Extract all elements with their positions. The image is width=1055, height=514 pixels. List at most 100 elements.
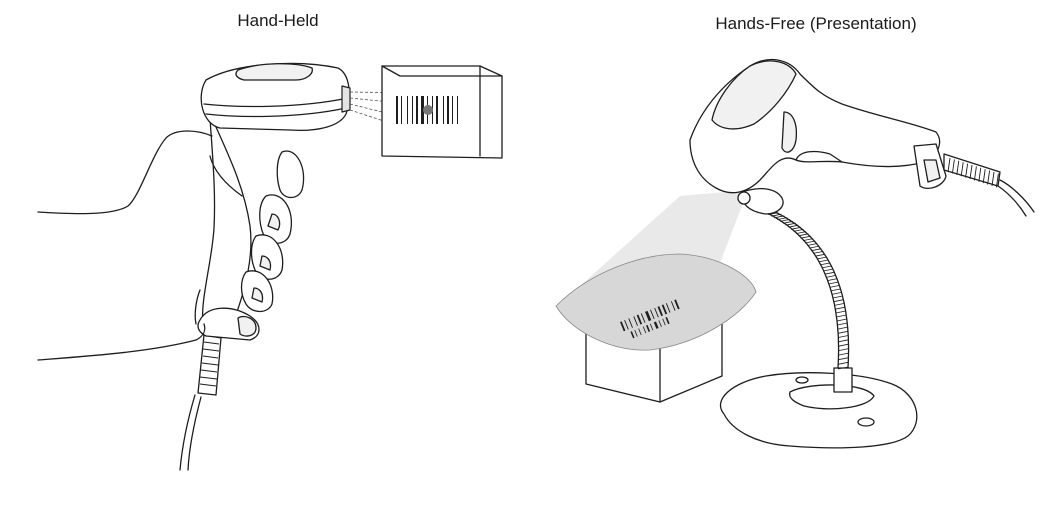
barcode-bar [649, 323, 654, 331]
gooseneck-ring [818, 259, 829, 263]
barcode-bar [658, 320, 662, 327]
gooseneck-ring [774, 215, 785, 219]
barcode-bar [654, 307, 659, 318]
gooseneck-ring [833, 299, 844, 303]
gooseneck-ring [824, 271, 835, 275]
barcode-bar [436, 96, 438, 124]
barcode-bar [634, 329, 638, 337]
cable-coil-ring [969, 164, 973, 180]
gooseneck-ring [830, 288, 841, 292]
gooseneck-ring [832, 295, 843, 299]
barcode-bar [661, 304, 668, 315]
gooseneck-ring [802, 238, 814, 241]
gooseneck-ring [838, 361, 849, 365]
gooseneck-ring [837, 326, 848, 330]
barcode-bar [421, 96, 424, 124]
gooseneck-ring [800, 235, 811, 239]
gooseneck-ring [815, 253, 826, 257]
barcode-bar [620, 321, 626, 332]
barcode-bar [653, 321, 659, 329]
gooseneck-ring [829, 285, 840, 288]
barcode-bar [662, 318, 666, 326]
gooseneck-ring [838, 339, 849, 343]
barcode-bar [624, 319, 629, 330]
cable-coil-ring [956, 160, 960, 175]
barcode-bar [401, 96, 402, 124]
gooseneck-ring [785, 222, 796, 226]
barcode-bar [674, 299, 680, 310]
gooseneck-ring [807, 243, 818, 246]
gooseneck-ring [835, 310, 846, 314]
gooseneck-ring [790, 226, 802, 230]
gooseneck-ring [838, 348, 849, 351]
barcode-bar [416, 96, 418, 124]
barcode-bar [670, 301, 676, 311]
gooseneck-ring [771, 213, 782, 217]
cable-coil-ring [960, 162, 964, 177]
gooseneck-ring [788, 224, 799, 228]
gooseneck-ring [838, 357, 849, 361]
barcode-package-icon [555, 253, 757, 403]
gooseneck-ring [813, 251, 824, 254]
gooseneck-ring [838, 343, 849, 347]
gooseneck-ring [838, 335, 849, 338]
hand-held-scanner-icon [37, 62, 351, 471]
gooseneck-ring [836, 318, 847, 322]
cable-coil-ring [982, 169, 986, 184]
gooseneck-ring [825, 275, 837, 278]
barcode-bar [407, 96, 408, 124]
cable-coil-ring [995, 173, 999, 188]
gooseneck-ring [820, 262, 831, 266]
barcode-bar [650, 309, 655, 320]
gooseneck-ring [816, 256, 827, 260]
barcode-bar [628, 318, 633, 328]
cable-coil-ring [991, 171, 995, 187]
cable-coil-ring [987, 170, 991, 185]
barcode-bar [630, 331, 635, 339]
gooseneck-ring [836, 314, 847, 318]
gooseneck-ring [798, 233, 809, 237]
gooseneck-ring [805, 240, 816, 244]
gooseneck-ring [821, 265, 832, 269]
barcode-bar [457, 96, 458, 124]
gooseneck-ring [777, 217, 788, 220]
gooseneck-ring [828, 281, 839, 285]
gooseneck-ring [835, 306, 846, 310]
gooseneck-ring [834, 303, 845, 306]
barcode-bar [633, 316, 638, 326]
barcode-bar [645, 310, 652, 322]
presentation-scanner-stand-icon [689, 58, 1035, 449]
gooseneck-ring [811, 248, 822, 252]
barcode-bar [636, 314, 643, 325]
barcode-bar [452, 96, 453, 124]
cable-coil-ring [951, 159, 955, 174]
barcode-bar [396, 96, 398, 124]
cable-coil-ring [947, 157, 951, 173]
gooseneck-edge [774, 211, 850, 369]
gooseneck-ring [782, 220, 793, 224]
barcode-bar [447, 96, 449, 124]
hands-free-caption: Hands-Free (Presentation) [715, 14, 917, 33]
gooseneck-ring [793, 229, 804, 232]
barcode-bar [412, 96, 413, 124]
cable-coil-ring [973, 166, 977, 181]
cable-coil-ring [965, 163, 969, 178]
barcode-bar [665, 303, 671, 313]
gooseneck-ring [823, 268, 834, 272]
gooseneck-ring [837, 330, 849, 334]
hand-held-caption: Hand-Held [237, 11, 319, 30]
barcode-bar [638, 328, 642, 336]
target-barcode-box-icon [381, 65, 503, 159]
barcode-bar [665, 317, 670, 325]
gooseneck-ring [780, 219, 791, 222]
gooseneck-ring [795, 231, 807, 234]
barcode-bar [640, 313, 646, 323]
gooseneck-ring [809, 245, 820, 249]
gooseneck-ring [838, 352, 849, 356]
gooseneck-ring [831, 292, 842, 295]
barcode-bar [642, 326, 647, 334]
gooseneck-ring [837, 366, 849, 370]
barcode-bar [443, 96, 444, 124]
